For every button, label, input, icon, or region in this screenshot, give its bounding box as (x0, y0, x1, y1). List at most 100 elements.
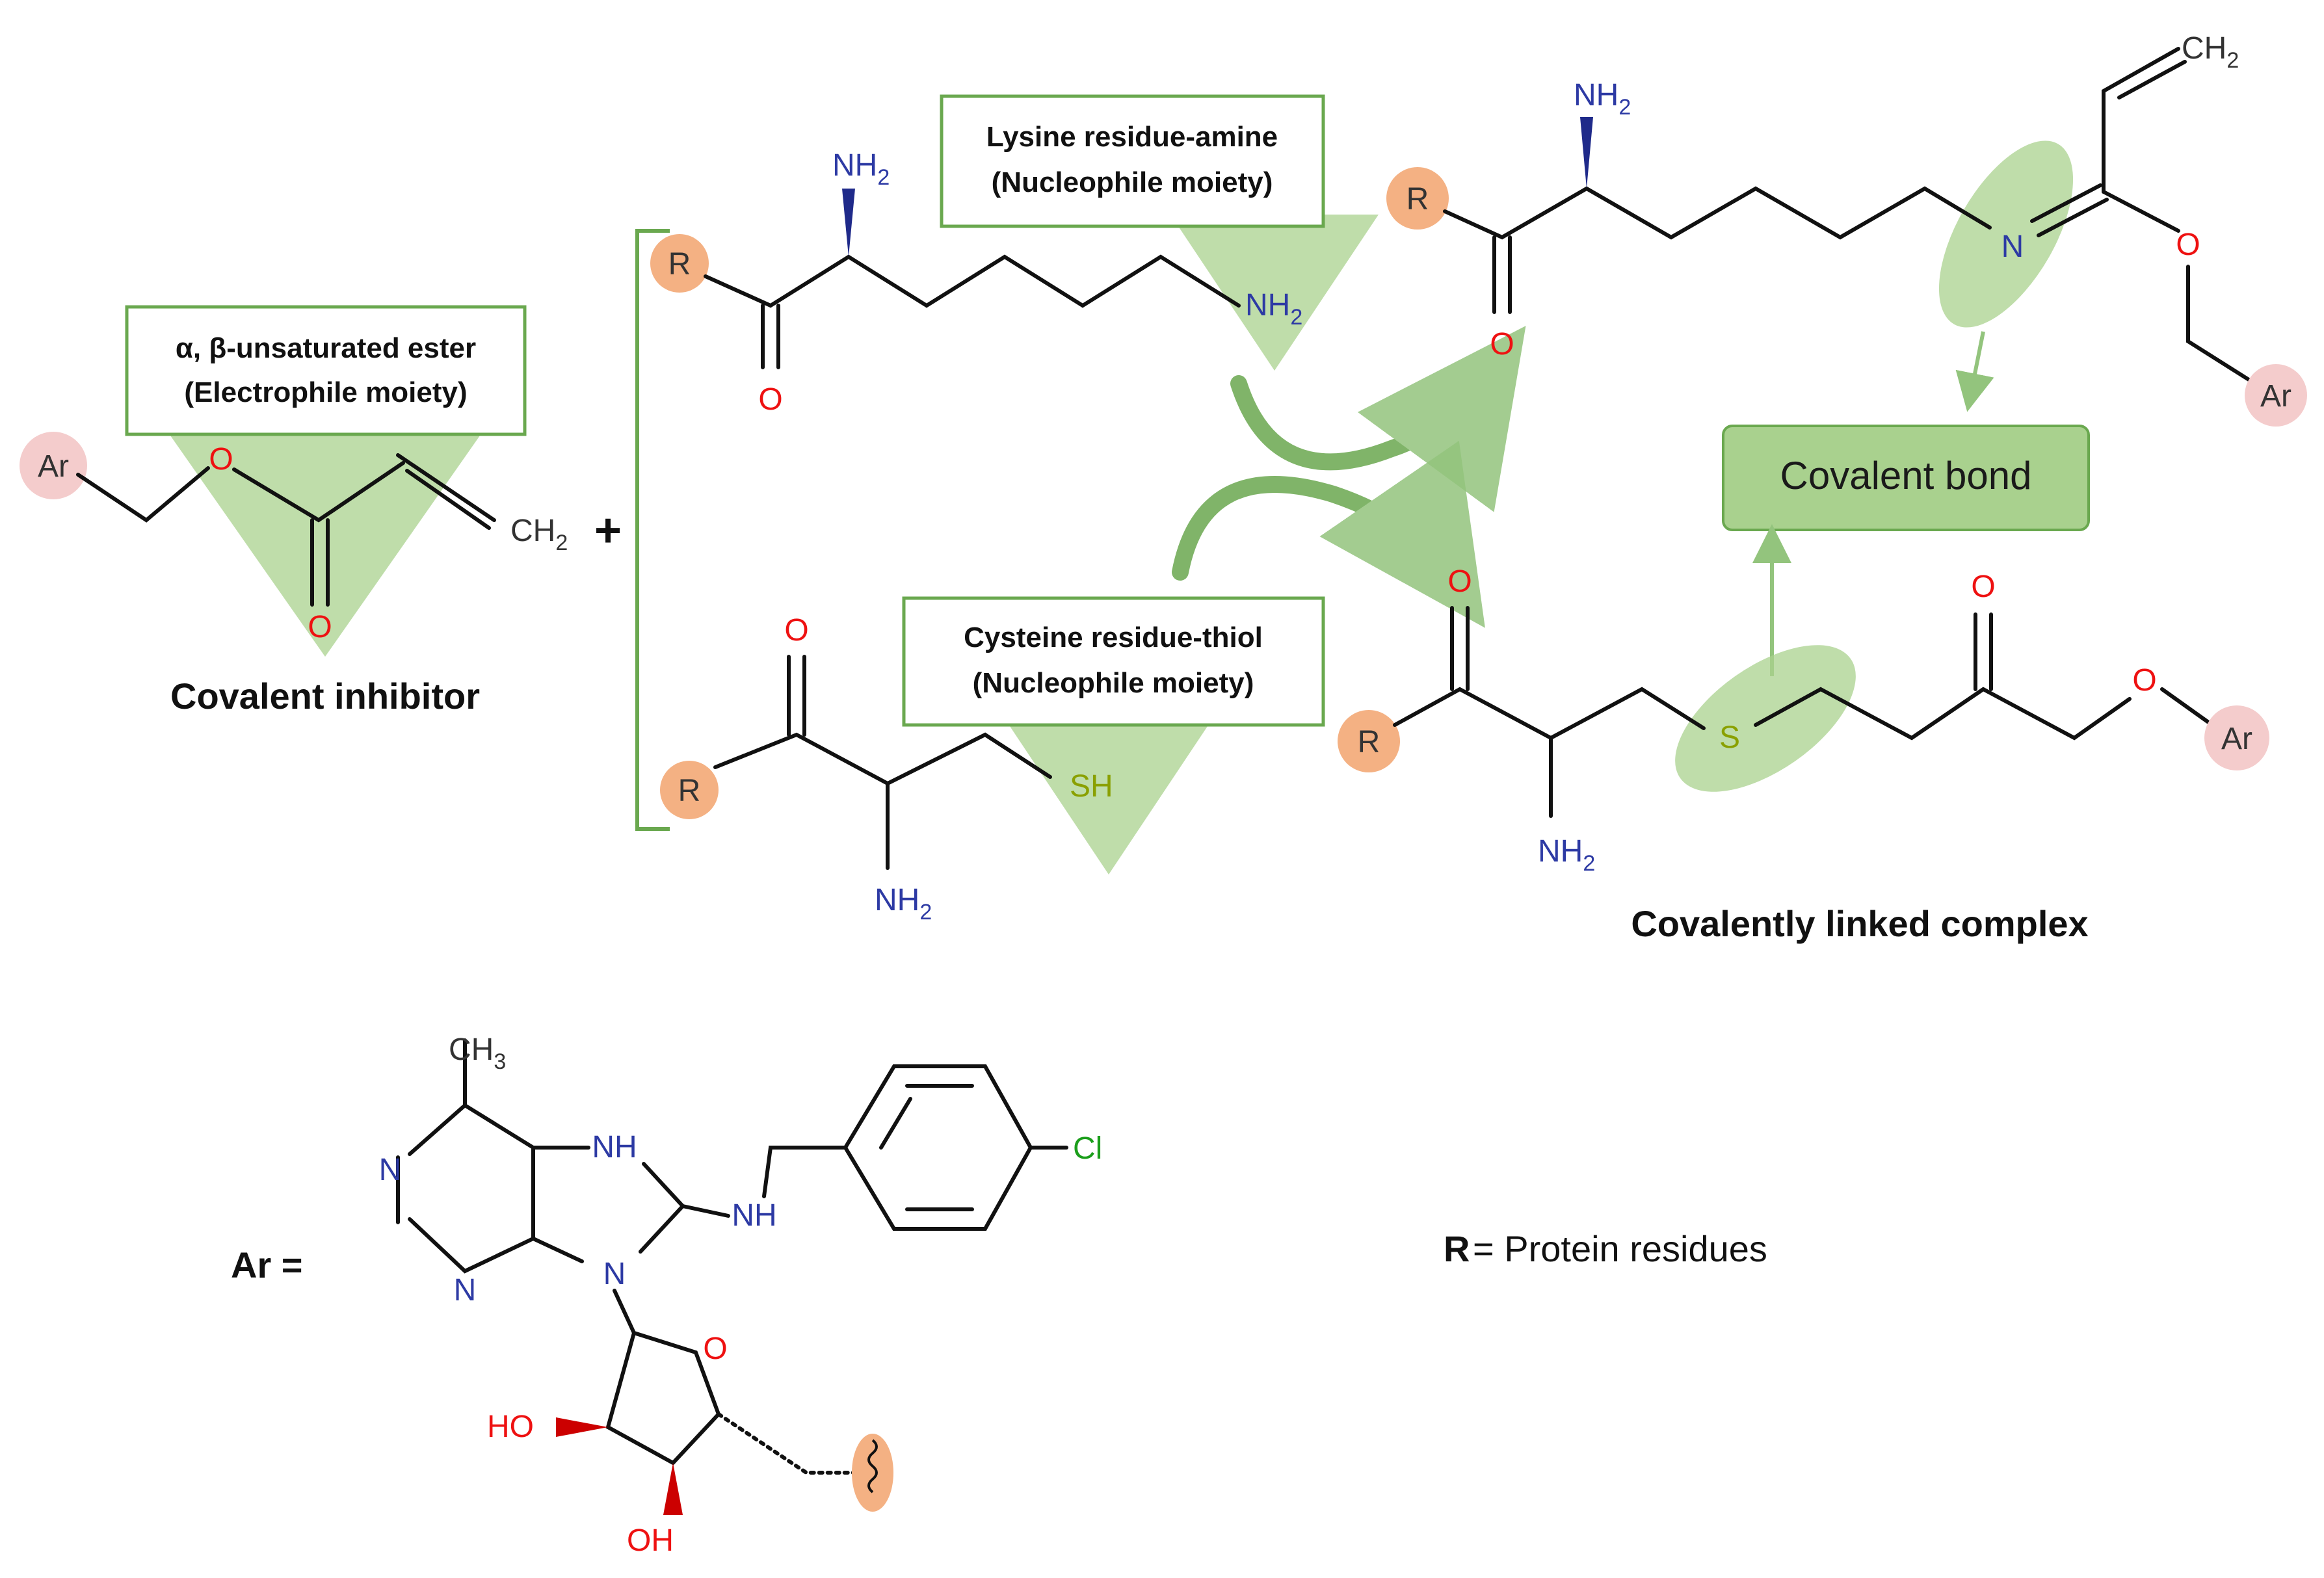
r-atom-label: R (668, 247, 691, 282)
bond (1974, 612, 1993, 691)
r-atom-label: R (678, 774, 701, 808)
ketone-oxygen-label: O (1971, 570, 1995, 604)
hydroxyl-oh-label: OH (627, 1523, 674, 1558)
covalent-bond-pointer-top (1955, 331, 1994, 412)
covalent-inhibitor-structure: Ar O O CH2 (20, 429, 568, 657)
lysine-label-line1: Lysine residue-amine (986, 121, 1278, 153)
covalent-inhibitor-caption: Covalent inhibitor (170, 676, 480, 717)
lysine-highlight (1170, 215, 1379, 371)
chlorine-label: Cl (1073, 1131, 1102, 1166)
ether-oxygen-label: O (2132, 663, 2156, 698)
ar-equals-label: Ar = (231, 1244, 303, 1285)
ester-oxygen-label: O (209, 442, 233, 477)
bond (761, 304, 780, 369)
r-atom-label: R (1358, 725, 1380, 759)
imine-bond-highlight (1938, 140, 2074, 328)
covalent-bond-label: Covalent bond (1780, 454, 2032, 497)
wedge-bond (556, 1417, 608, 1437)
adduct-nh2-label: NH2 (1538, 834, 1595, 876)
cysteine-label-line1: Cysteine residue-thiol (964, 622, 1263, 653)
wedge-bond (1580, 117, 1593, 189)
ch2-label: CH2 (510, 514, 568, 555)
thioether-sulfur-label: S (1719, 720, 1740, 755)
ar-atom-label: Ar (2260, 379, 2291, 414)
lysine-structure: R O NH2 NH2 (650, 148, 1379, 417)
cysteine-highlight (1005, 718, 1213, 874)
bond (408, 1103, 535, 1274)
bond (232, 461, 405, 523)
bond (605, 1289, 721, 1466)
lysine-amine-nh2-label: NH2 (1245, 288, 1302, 330)
r-key-label: R (1444, 1228, 1470, 1269)
bond (2030, 183, 2109, 237)
r-attachment-ellipse (852, 1434, 893, 1512)
covalent-bond-box (1722, 425, 2090, 531)
ring-oxygen-label: O (703, 1332, 727, 1366)
bond (396, 453, 496, 530)
imidazole-n-label: N (603, 1257, 626, 1291)
lysine-adduct-structure: R O NH2 N CH2 O Ar (1386, 31, 2307, 427)
bond (681, 1204, 730, 1218)
cysteine-label-box (902, 596, 1325, 727)
reactant-bracket (635, 229, 670, 831)
lysine-reaction-arrow (1230, 326, 1526, 512)
electrophile-label-line2: (Electrophile moiety) (184, 376, 467, 408)
lysine-label-box (940, 94, 1325, 228)
bond (1754, 687, 2132, 741)
cysteine-nh2-label: NH2 (875, 883, 932, 925)
r-group-circle (1386, 167, 1449, 230)
bond (1443, 186, 1992, 240)
bond (1393, 687, 1706, 741)
bond (879, 1084, 974, 1211)
bond (531, 1146, 686, 1263)
cysteine-structure: R O NH2 SH (660, 613, 1213, 925)
carbonyl-oxygen-label: O (308, 610, 332, 644)
imidazole-nh-label: NH (592, 1130, 637, 1164)
lysine-alpha-nh2-label: NH2 (832, 148, 890, 190)
pyrimidine-n-label: N (454, 1273, 477, 1308)
electrophile-label-box (125, 305, 527, 436)
bond (2186, 265, 2252, 382)
bond (762, 1146, 847, 1198)
adduct-nh2-label: NH2 (1574, 78, 1631, 120)
bond (2160, 687, 2210, 724)
wavy-attachment-line (867, 1439, 878, 1493)
cysteine-adduct-structure: R O NH2 S O O Ar (1338, 564, 2269, 876)
r-definition-label: = Protein residues (1473, 1228, 1767, 1269)
amine-nh-label: NH (732, 1198, 776, 1233)
cysteine-oxygen-label: O (784, 613, 808, 648)
bond (843, 1064, 1033, 1231)
methyl-label: CH3 (449, 1032, 506, 1074)
cysteine-label-line2: (Nucleophile moiety) (973, 667, 1254, 699)
covalent-complex-caption: Covalently linked complex (1631, 903, 2088, 944)
adduct-carbonyl-oxygen-label: O (1490, 327, 1514, 362)
electrophile-label-line1: α, β-unsaturated ester (176, 332, 476, 364)
plus-sign: + (594, 505, 622, 557)
bond (2102, 47, 2187, 194)
ar-group-circle (2245, 364, 2307, 427)
bond (717, 1412, 857, 1475)
vinyl-ch2-label: CH2 (2182, 31, 2239, 73)
bond (310, 518, 330, 607)
ar-group-circle (20, 432, 87, 499)
imine-nitrogen-label: N (2001, 230, 2024, 264)
r-group-circle (660, 761, 719, 819)
hydroxyl-ho-label: HO (487, 1410, 534, 1444)
ar-atom-label: Ar (38, 449, 69, 484)
bond (713, 732, 1052, 786)
ether-oxygen-label: O (2176, 228, 2200, 262)
r-atom-label: R (1406, 182, 1429, 217)
adduct-oxygen-label: O (1447, 564, 1472, 599)
pyrimidine-n-label: N (379, 1153, 402, 1187)
wedge-bond (842, 189, 855, 257)
cysteine-thiol-label: SH (1070, 769, 1113, 804)
bond (2102, 190, 2180, 233)
bond (787, 655, 806, 737)
bond (1492, 235, 1512, 314)
bond (76, 466, 210, 523)
bond (704, 254, 1241, 308)
wedge-bond (663, 1463, 683, 1515)
electrophile-highlight (166, 429, 484, 657)
lysine-label-line2: (Nucleophile moiety) (992, 166, 1273, 198)
